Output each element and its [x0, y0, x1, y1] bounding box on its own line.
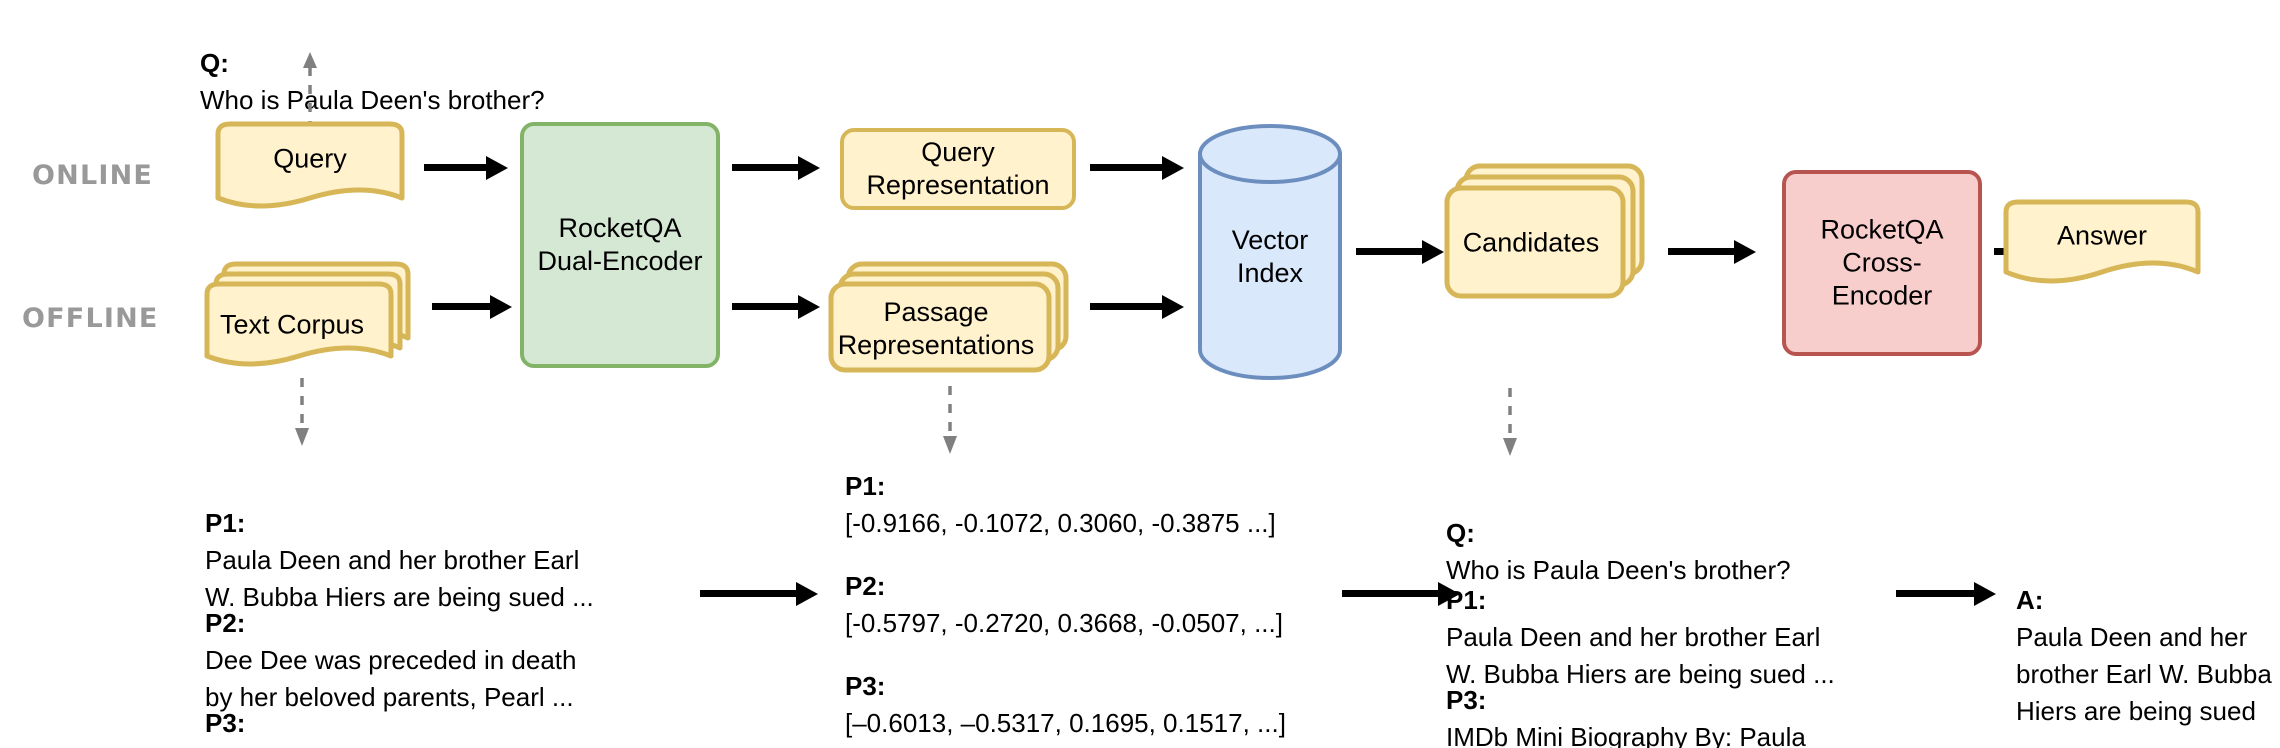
- final-answer-prefix: A:: [2016, 584, 2044, 615]
- dashed-connector-corpus-to-passages: [282, 378, 322, 455]
- arrow-candidates-to-cross-encoder: [1668, 240, 1778, 264]
- callout-top-question-text: Who is Paula Deen's brother?: [200, 84, 545, 115]
- stage-label-offline: OFFLINE: [22, 303, 159, 334]
- passage-vector-3-text: [–0.6013, –0.5317, 0.1695, 0.1517, ...]: [845, 707, 1286, 738]
- candidate-item-p1-text: Paula Deen and her brother Earl W. Bubba…: [1446, 621, 1835, 689]
- node-vector-index[interactable]: Vector Index: [1196, 122, 1344, 382]
- passage-vector-3: P3: [–0.6013, –0.5317, 0.1695, 0.1517, .…: [845, 668, 1286, 742]
- corpus-passage-3-prefix: P3:: [205, 707, 246, 738]
- final-answer-text: Paula Deen and her brother Earl W. Bubba…: [2016, 621, 2272, 748]
- corpus-passage-1-prefix: P1:: [205, 507, 246, 538]
- passage-vector-2: P2: [-0.5797, -0.2720, 0.3668, -0.0507, …: [845, 568, 1283, 642]
- corpus-passage-2-text: Dee Dee was preceded in death by her bel…: [205, 644, 577, 712]
- candidate-item-p3-text: IMDb Mini Biography By: Paula Plantier. …: [1446, 721, 1806, 748]
- arrow-corpus-to-dual-encoder: [432, 295, 522, 319]
- node-rocketqa-cross-encoder[interactable]: RocketQA Cross-Encoder: [1782, 170, 1982, 356]
- passage-vector-3-prefix: P3:: [845, 671, 886, 701]
- passage-vector-2-prefix: P2:: [845, 571, 886, 601]
- corpus-passage-3: P3: IMDb Mini Biography By: Paula Planti…: [205, 668, 601, 748]
- arrow-dual-encoder-to-passage-repr: [732, 295, 832, 319]
- stage-label-online: ONLINE: [32, 160, 154, 191]
- corpus-passage-3-text: IMDb Mini Biography By: Paula Plantier. …: [205, 745, 601, 748]
- node-passage-representations-shape: [828, 261, 1069, 373]
- arrow-candidate-list-to-answer: [1896, 582, 2026, 606]
- node-query[interactable]: Query: [212, 120, 408, 213]
- node-answer-shape: [2003, 199, 2201, 284]
- dashed-connector-query-to-question: [290, 48, 330, 138]
- passage-vector-1-prefix: P1:: [845, 471, 886, 501]
- node-query-representation[interactable]: Query Representation: [840, 128, 1076, 210]
- candidate-item-question: Q: Who is Paula Deen's brother?: [1446, 478, 1791, 589]
- final-answer: A: Paula Deen and her brother Earl W. Bu…: [2016, 545, 2280, 748]
- arrow-query-repr-to-vector-index: [1090, 156, 1200, 180]
- passage-vector-1: P1: [-0.9166, -0.1072, 0.3060, -0.3875 .…: [845, 468, 1276, 542]
- node-text-corpus-shape: [204, 261, 411, 367]
- passage-vector-2-text: [-0.5797, -0.2720, 0.3668, -0.0507, ...]: [845, 607, 1283, 638]
- node-candidates-shape: [1444, 163, 1645, 299]
- candidate-item-p3-prefix: P3:: [1446, 684, 1487, 715]
- arrow-passages-to-vectors: [700, 582, 830, 606]
- arrow-dual-encoder-to-query-repr: [732, 156, 832, 180]
- candidate-item-p1: P1: Paula Deen and her brother Earl W. B…: [1446, 545, 1835, 693]
- node-answer[interactable]: Answer: [2000, 196, 2204, 292]
- arrow-passage-repr-to-vector-index: [1090, 295, 1200, 319]
- node-passage-representations[interactable]: Passage Representations: [822, 258, 1082, 382]
- node-rocketqa-dual-encoder[interactable]: RocketQA Dual-Encoder: [520, 122, 720, 368]
- node-rocketqa-cross-encoder-label: RocketQA Cross-Encoder: [1820, 214, 1944, 311]
- corpus-passage-2: P2: Dee Dee was preceded in death by her…: [205, 568, 576, 716]
- arrow-vectors-to-candidate-list: [1342, 582, 1472, 606]
- node-text-corpus[interactable]: Text Corpus: [196, 258, 422, 374]
- node-query-shape: [215, 121, 405, 209]
- node-candidates[interactable]: Candidates: [1438, 160, 1654, 308]
- node-vector-index-shape: [1198, 124, 1342, 380]
- corpus-passage-1-text: Paula Deen and her brother Earl W. Bubba…: [205, 544, 594, 612]
- node-rocketqa-dual-encoder-label: RocketQA Dual-Encoder: [537, 213, 703, 276]
- dashed-connector-passage-repr-to-vectors: [930, 386, 970, 463]
- corpus-passage-1: P1: Paula Deen and her brother Earl W. B…: [205, 468, 594, 616]
- candidate-item-p3: P3: IMDb Mini Biography By: Paula Planti…: [1446, 645, 1842, 748]
- candidate-item-question-text: Who is Paula Deen's brother?: [1446, 554, 1791, 585]
- candidate-item-question-prefix: Q:: [1446, 517, 1475, 548]
- arrow-vector-index-to-candidates: [1356, 240, 1466, 264]
- dashed-connector-candidates-to-list: [1490, 388, 1530, 465]
- node-query-representation-label: Query Representation: [866, 137, 1050, 200]
- corpus-passage-2-prefix: P2:: [205, 607, 246, 638]
- callout-top-question: Q: Who is Paula Deen's brother?: [200, 8, 545, 119]
- passage-vector-1-text: [-0.9166, -0.1072, 0.3060, -0.3875 ...]: [845, 507, 1276, 538]
- arrow-query-to-dual-encoder: [424, 156, 514, 180]
- candidate-item-p1-prefix: P1:: [1446, 584, 1487, 615]
- callout-top-question-prefix: Q:: [200, 47, 229, 78]
